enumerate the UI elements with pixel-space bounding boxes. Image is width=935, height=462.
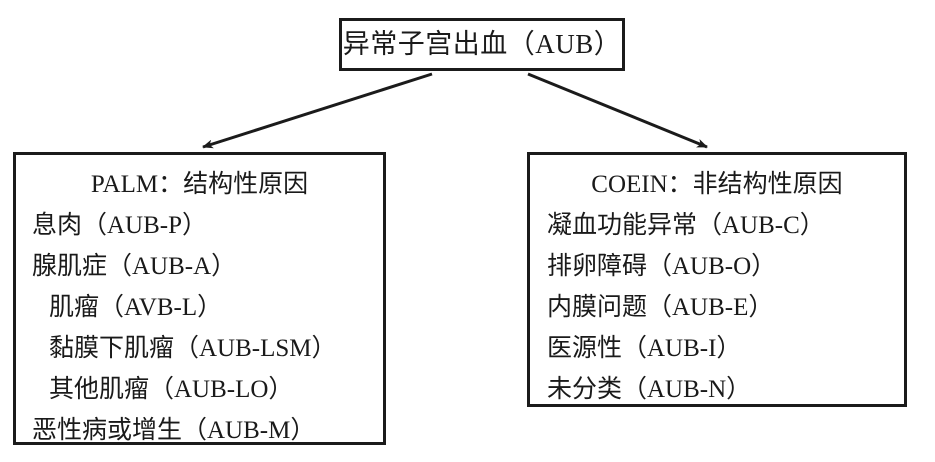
list-item: 未分类（AUB-N） xyxy=(547,376,752,403)
node-coein-nonstructural-causes: COEIN：非结构性原因 凝血功能异常（AUB-C） 排卵障碍（AUB-O） 内… xyxy=(527,152,907,407)
node-palm-item-list: 息肉（AUB-P） 腺肌症（AUB-A） 肌瘤（AVB-L） 黏膜下肌瘤（AUB… xyxy=(16,205,383,451)
list-item: 腺肌症（AUB-A） xyxy=(32,253,237,280)
list-item: 息肉（AUB-P） xyxy=(32,212,208,239)
list-item: 恶性病或增生（AUB-M） xyxy=(32,417,316,444)
node-coein-item-list: 凝血功能异常（AUB-C） 排卵障碍（AUB-O） 内膜问题（AUB-E） 医源… xyxy=(530,205,904,410)
node-palm-header: PALM：结构性原因 xyxy=(90,171,309,198)
list-item: 医源性（AUB-I） xyxy=(547,335,742,362)
list-item: 黏膜下肌瘤（AUB-LSM） xyxy=(49,335,337,362)
list-item: 其他肌瘤（AUB-LO） xyxy=(49,376,294,403)
list-item: 凝血功能异常（AUB-C） xyxy=(547,212,825,239)
list-item: 肌瘤（AVB-L） xyxy=(49,294,223,321)
node-palm-content: PALM：结构性原因 息肉（AUB-P） 腺肌症（AUB-A） 肌瘤（AVB-L… xyxy=(16,155,383,451)
node-coein-content: COEIN：非结构性原因 凝血功能异常（AUB-C） 排卵障碍（AUB-O） 内… xyxy=(530,155,904,410)
node-root-aub: 异常子宫出血（AUB） xyxy=(339,18,625,71)
node-coein-header: COEIN：非结构性原因 xyxy=(591,171,843,198)
node-palm-structural-causes: PALM：结构性原因 息肉（AUB-P） 腺肌症（AUB-A） 肌瘤（AVB-L… xyxy=(13,152,386,445)
list-item: 排卵障碍（AUB-O） xyxy=(547,253,777,280)
node-root-label: 异常子宫出血（AUB） xyxy=(342,29,622,59)
arrow-root-to-coein xyxy=(527,72,708,149)
arrow-root-to-palm xyxy=(202,72,433,149)
list-item: 内膜问题（AUB-E） xyxy=(547,294,774,321)
